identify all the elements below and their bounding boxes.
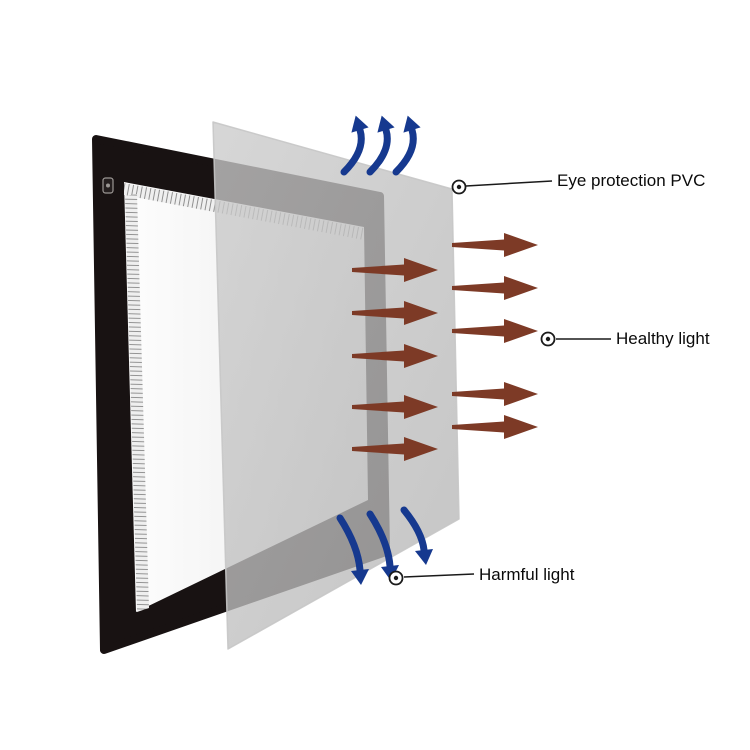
power-button [102,177,114,194]
label-healthy-light: Healthy light [616,329,710,348]
leader-line [465,180,553,187]
label-harmful-light: Harmful light [479,565,575,584]
pvc-sheet-panel [212,121,460,650]
healthy-light-arrow-icon [452,415,538,439]
healthy-light-arrow-icon [452,382,538,406]
healthy-light-arrow-icon [452,233,538,257]
up-airflow-arrow-icon [340,115,369,176]
healthy-light-arrow-icon [452,319,538,343]
annotations [388,179,611,586]
bullet-marker-icon [451,179,467,195]
healthy-light-arrow-icon [452,276,538,300]
bullet-marker-icon [540,331,556,347]
left-ruler [125,194,149,612]
harmful-light-arrows [336,506,433,585]
down-deflected-arrow-icon [366,510,399,581]
top-airflow-arrows [340,115,421,176]
down-deflected-arrow-icon [400,506,433,565]
up-airflow-arrow-icon [392,115,421,176]
leader-line [403,573,475,578]
bullet-marker-icon [388,570,404,586]
down-deflected-arrow-icon [336,514,369,585]
up-airflow-arrow-icon [366,115,395,176]
label-eye-protection-pvc: Eye protection PVC [557,171,706,190]
